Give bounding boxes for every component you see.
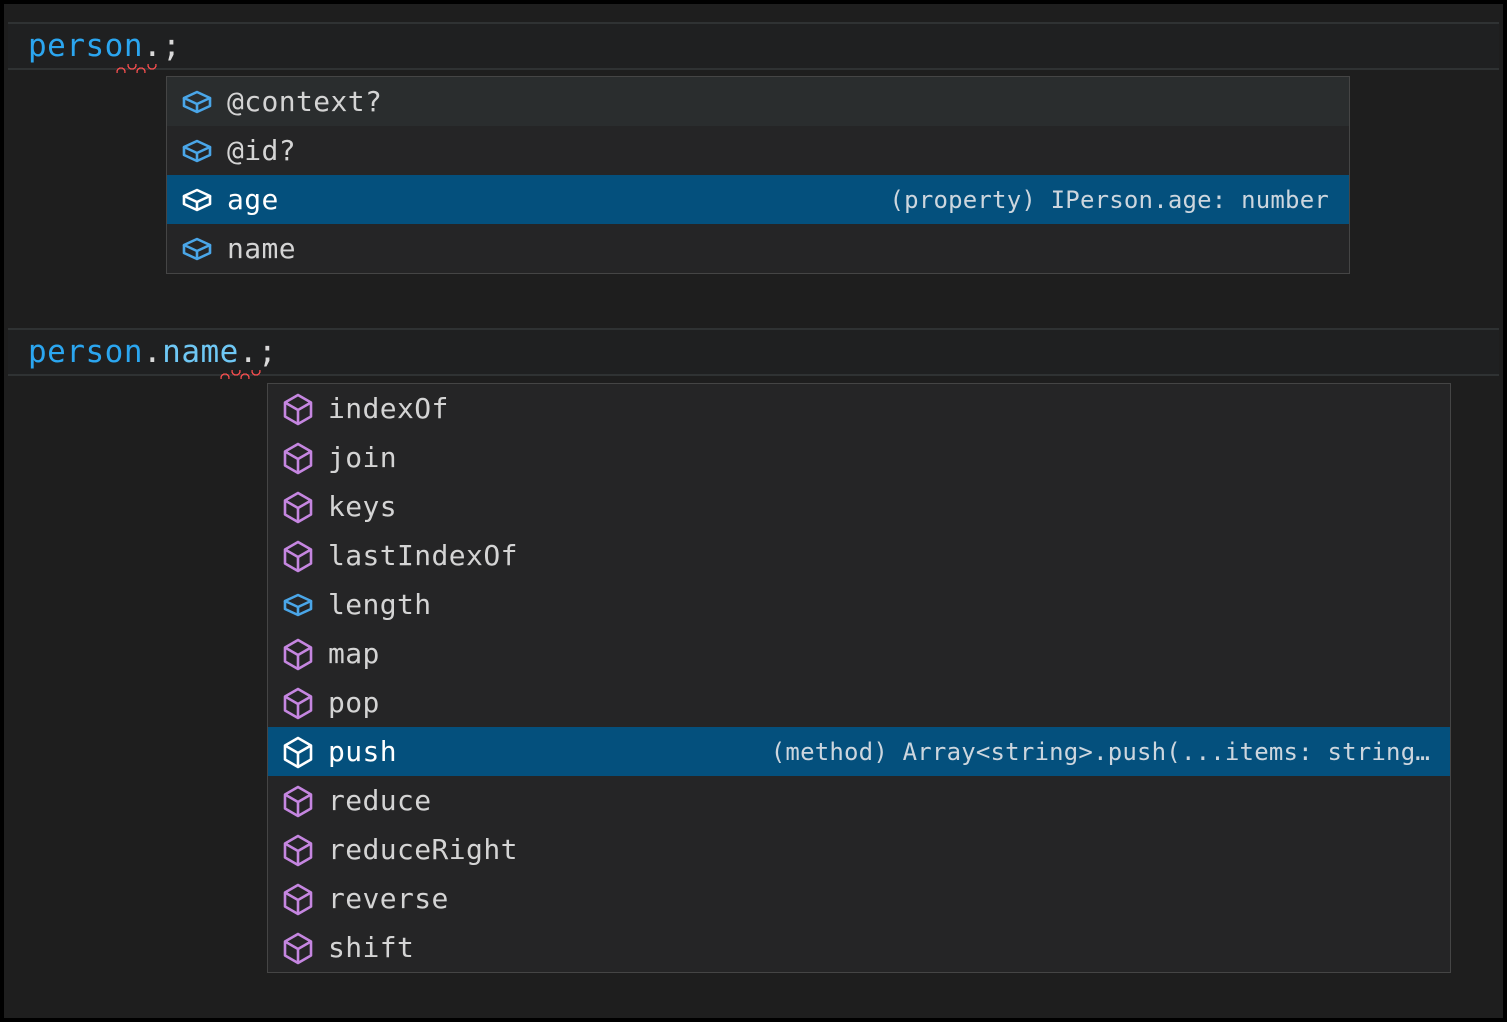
suggestion-item-label: name [227,232,297,265]
suggestion-item[interactable]: length [268,580,1450,629]
method-cube-icon [278,536,318,576]
suggestion-item[interactable]: keys [268,482,1450,531]
method-cube-icon [278,487,318,527]
method-cube-icon [278,634,318,674]
code-line-1[interactable]: person.; [8,22,1499,73]
method-cube-icon [278,830,318,870]
suggestion-item[interactable]: reduceRight [268,825,1450,874]
suggestion-item-label: reduce [328,784,432,817]
method-cube-icon [278,683,318,723]
method-cube-icon [278,781,318,821]
method-cube-icon [278,732,318,772]
method-cube-icon [278,928,318,968]
suggestion-item[interactable]: name [167,224,1349,273]
suggestion-item-label: pop [328,686,380,719]
suggestion-item[interactable]: lastIndexOf [268,531,1450,580]
property-cube-icon [177,229,217,269]
suggestion-item-detail: (property) IPerson.age: number [889,185,1329,214]
code-line-1-text: person.; [8,28,182,73]
property-cube-icon [177,131,217,171]
suggestion-item-label: indexOf [328,392,449,425]
suggestion-item-label: join [328,441,398,474]
error-squiggle-icon [116,64,138,73]
suggestion-item[interactable]: map [268,629,1450,678]
suggestion-item[interactable]: join [268,433,1450,482]
suggestion-item[interactable]: reverse [268,874,1450,923]
token-property: name [162,334,239,370]
suggestion-item[interactable]: reduce [268,776,1450,825]
suggestion-item-label: age [227,183,279,216]
suggestion-item[interactable]: push (method) Array<string>.push(...items… [268,727,1450,776]
token-dot: . [238,334,258,370]
token-semicolon: ; [257,334,278,370]
suggestion-item-label: reduceRight [328,833,518,866]
property-cube-icon [177,180,217,220]
suggestion-item[interactable]: age (property) IPerson.age: number [167,175,1349,224]
suggestion-item-label: lastIndexOf [328,539,518,572]
token-semicolon: ; [162,28,182,64]
method-cube-icon [278,438,318,478]
suggestion-item[interactable]: shift [268,923,1450,972]
suggestion-item-label: @id? [227,134,297,167]
suggestion-widget-person[interactable]: @context? @id? age (property) IPerson.age: … [166,76,1350,274]
property-cube-icon [278,585,318,625]
suggestion-item[interactable]: pop [268,678,1450,727]
method-cube-icon [278,389,318,429]
code-line-2[interactable]: person.name.; [8,328,1499,379]
suggestion-item-label: reverse [328,882,449,915]
suggestion-item-detail: (method) Array<string>.push(...items: st… [770,737,1430,766]
suggestion-item[interactable]: @context? [167,77,1349,126]
suggestion-item-label: map [328,637,380,670]
suggestion-item-label: length [328,588,432,621]
suggestion-widget-name[interactable]: indexOf join keys lastIndexOf length map pop pu… [267,383,1451,973]
token-dot: . [142,334,163,370]
token-variable: person [28,334,143,370]
code-line-2-text: person.name.; [8,334,278,379]
error-squiggle-icon [240,370,262,379]
token-dot: . [142,28,163,64]
suggestion-item[interactable]: @id? [167,126,1349,175]
suggestion-item-label: push [328,735,398,768]
suggestion-item[interactable]: indexOf [268,384,1450,433]
token-variable: person [28,28,143,64]
error-squiggle-icon [136,64,158,73]
suggestion-item-label: shift [328,931,415,964]
error-squiggle-icon [220,370,242,379]
property-cube-icon [177,82,217,122]
suggestion-item-label: keys [328,490,398,523]
suggestion-item-label: @context? [227,85,383,118]
method-cube-icon [278,879,318,919]
